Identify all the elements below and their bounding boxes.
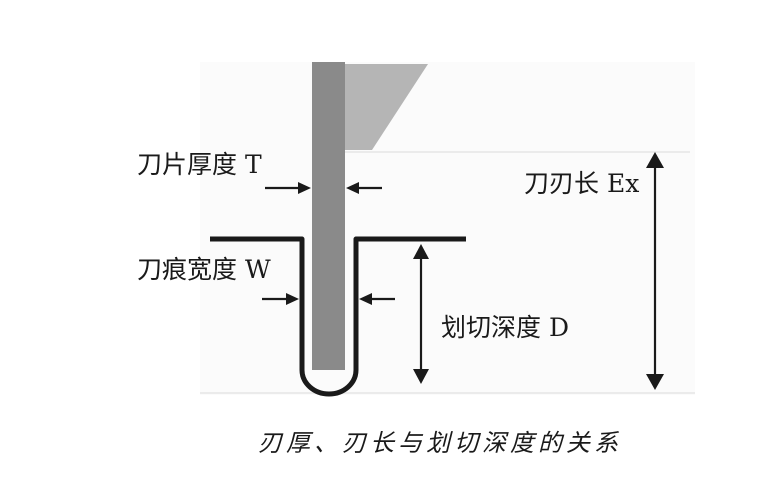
- cut-depth-arrowhead-bottom: [413, 369, 429, 384]
- blade-length-label: 刀刃长 Ex: [524, 169, 639, 198]
- kerf-width-arrowhead-right: [359, 293, 372, 305]
- blade-thickness-arrowhead-right: [346, 182, 359, 194]
- blade-length-arrowhead-top: [646, 152, 664, 168]
- blade-flange: [345, 64, 428, 150]
- blade-thickness-label: 刀片厚度 T: [137, 150, 262, 179]
- blade-thickness-arrowhead-left: [298, 182, 311, 194]
- diagram-panel: [200, 62, 695, 395]
- kerf-outline: [210, 236, 466, 397]
- blade-length-arrowhead-bottom: [646, 374, 664, 390]
- cut-depth-arrowhead-top: [413, 244, 429, 259]
- diagram-caption: 刃厚、刃长与划切深度的关系: [258, 429, 622, 457]
- cut-depth-label: 划切深度 D: [441, 313, 569, 342]
- kerf-width-label: 刀痕宽度 W: [137, 255, 271, 284]
- blade: [312, 62, 345, 370]
- kerf-width-arrowhead-left: [286, 293, 299, 305]
